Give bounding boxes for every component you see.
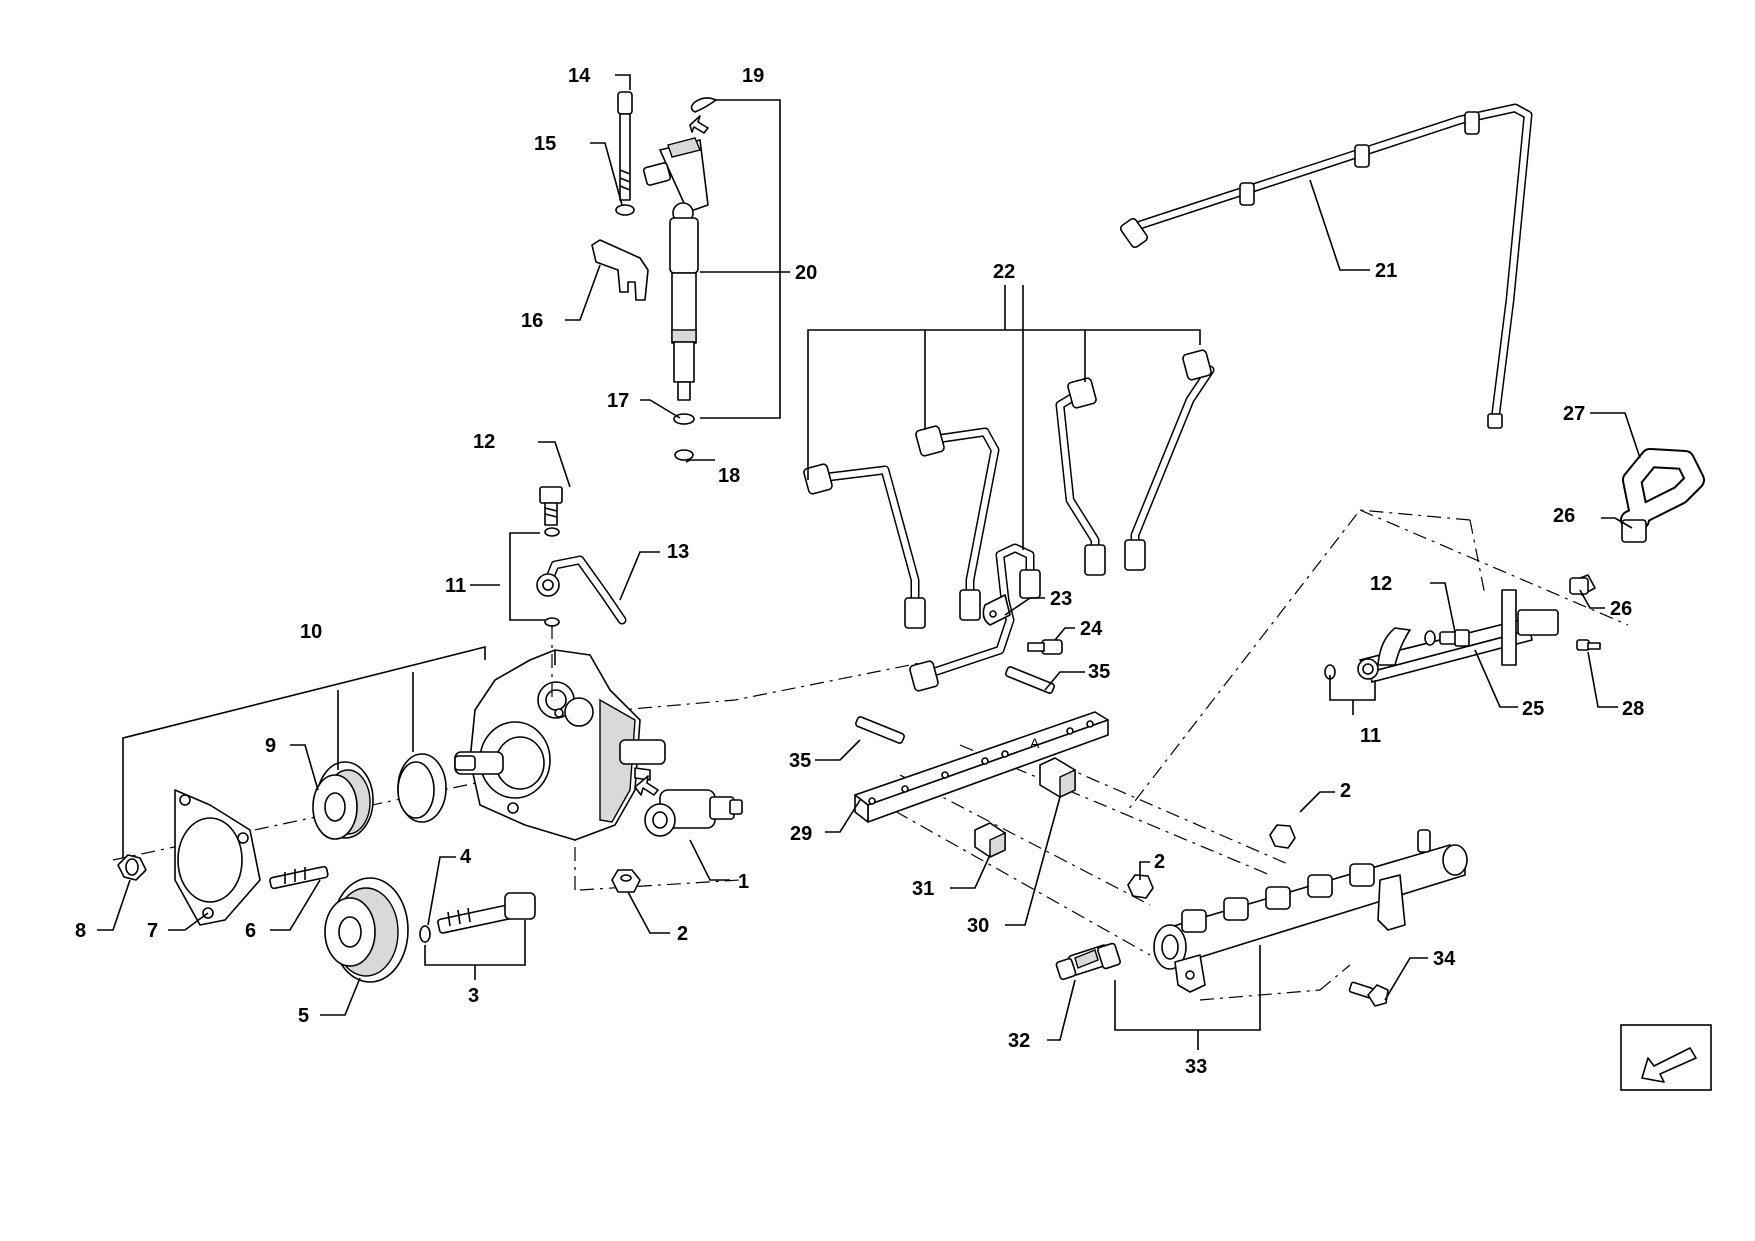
callout-35b: 35 [789,750,811,772]
bolt-24 [1027,639,1063,655]
callout-26a: 26 [1553,505,1575,527]
nut-2a [611,869,641,893]
callout-1: 1 [738,871,749,893]
callout-5: 5 [298,1005,309,1027]
callout-29: 29 [790,823,812,845]
callout-2c: 2 [1340,780,1351,802]
clip-26b [1569,577,1589,595]
bolt-34 [1348,981,1389,1007]
bracket-10 [122,645,486,858]
washer-11a-top [544,527,560,537]
callout-15: 15 [534,133,556,155]
callout-18: 18 [718,465,740,487]
callout-25: 25 [1522,698,1544,720]
callout-14: 14 [568,65,591,87]
nut-8 [117,854,147,881]
callout-3: 3 [468,985,479,1007]
callout-33: 33 [1185,1056,1207,1078]
o-ring-4 [419,925,431,943]
callout-22: 22 [993,261,1015,283]
callout-26b: 26 [1610,598,1632,620]
leader-lines [97,74,1641,1041]
callout-12a: 12 [473,431,495,453]
callout-20: 20 [795,262,817,284]
pump-arrow [634,775,659,796]
return-line-21 [1119,103,1533,429]
callout-28: 28 [1622,698,1644,720]
callout-16: 16 [521,310,543,332]
fuel-hose-27 [1569,448,1705,596]
rail-sensor-32 [1055,942,1121,981]
spacer-30 [1039,757,1076,799]
arrow-down-left-icon [1620,1024,1712,1091]
callout-19: 19 [742,65,764,87]
rail-bar-29: A [854,666,1109,823]
stud-6 [269,865,329,890]
callout-23: 23 [1050,588,1072,610]
callout-8: 8 [75,920,86,942]
rail-marking: A [1030,735,1040,751]
callout-31: 31 [912,878,934,900]
washer-11a-bottom [544,617,560,627]
return-manifold-25 [1324,589,1601,715]
spacer-31 [974,822,1006,859]
callout-7: 7 [147,920,158,942]
callout-2b: 2 [1154,851,1165,873]
callout-13: 13 [667,541,689,563]
callout-12b: 12 [1370,573,1392,595]
callout-10: 10 [300,621,322,643]
bolt-3 [437,892,536,934]
insert-arrow [689,115,709,134]
seal-ring [397,753,447,823]
injector-20 [642,137,709,401]
pressure-regulator-1 [644,789,743,837]
injector-group [591,91,790,461]
feed-line-13 [509,486,627,700]
injector-bolt-14 [617,91,633,201]
callout-11b: 11 [1360,725,1381,747]
gear-9 [312,761,374,840]
callout-4: 4 [460,846,472,868]
callout-labels: 1 2 2 2 3 4 5 6 7 8 9 10 11 11 12 12 13 … [75,65,1644,1078]
callout-32: 32 [1008,1030,1030,1052]
callout-21: 21 [1375,260,1397,282]
callout-17: 17 [607,390,629,412]
callout-9: 9 [265,735,276,757]
callout-24: 24 [1080,618,1103,640]
common-rail-33 [1153,829,1468,993]
nut-2b [1127,874,1154,899]
washer-15 [615,204,635,216]
clip-19 [690,97,718,113]
nut-2c [1269,824,1296,849]
washer-18 [674,449,694,461]
callout-11a: 11 [445,575,466,597]
injector-pipes-22 [803,285,1215,692]
callout-6: 6 [245,920,256,942]
callout-35a: 35 [1088,661,1110,683]
callout-27: 27 [1563,403,1585,425]
gasket-7 [174,789,261,926]
injector-clamp-16 [591,239,649,301]
callout-2a: 2 [677,923,688,945]
gear-5 [324,877,409,983]
callout-30: 30 [967,915,989,937]
callout-34: 34 [1433,948,1456,970]
high-pressure-pump [454,649,666,841]
